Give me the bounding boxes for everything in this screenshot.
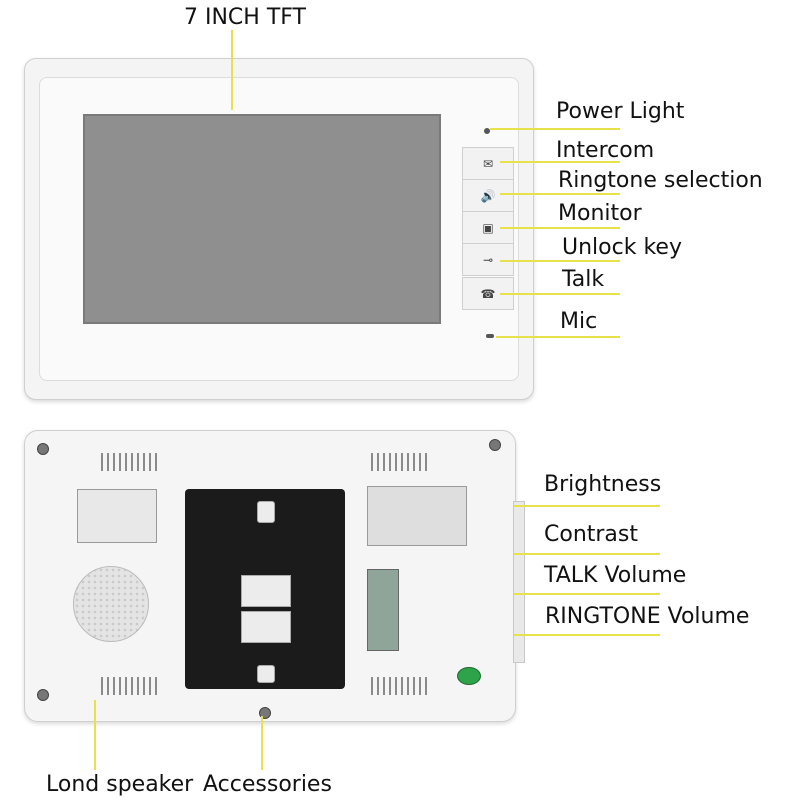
label-7-inch-tft: 7 INCH TFT <box>184 5 306 30</box>
label-ringtone-volume: RINGTONE Volume <box>545 604 750 629</box>
speaker-icon: 🔊 <box>480 188 496 203</box>
leader-line-brightness <box>514 505 660 507</box>
leader-line-intercom <box>500 161 620 163</box>
vent-slots <box>101 453 157 471</box>
label-talk: Talk <box>562 267 605 292</box>
screw <box>37 443 49 455</box>
label-contrast: Contrast <box>544 522 639 547</box>
leader-line-accessories <box>261 716 263 770</box>
bracket-hole <box>257 501 275 523</box>
leader-line-mic <box>496 336 620 338</box>
key-icon: ⊸ <box>482 252 494 267</box>
side-control-strip <box>513 501 525 663</box>
vent-slots <box>101 677 157 695</box>
leader-line-ringtone <box>500 193 620 195</box>
leader-line-monitor <box>500 227 620 229</box>
label-unlock-key: Unlock key <box>562 235 682 260</box>
mic-hole <box>486 334 494 338</box>
loudspeaker-grille <box>73 566 149 642</box>
leader-line-power-light <box>490 128 620 130</box>
vent-slots <box>371 453 427 471</box>
bracket-slot <box>241 611 291 643</box>
envelope-icon: ✉ <box>482 156 494 171</box>
bracket-hole <box>257 665 275 683</box>
leader-line-unlock <box>500 260 620 262</box>
wall-mount-bracket <box>185 489 345 689</box>
leader-line-speaker <box>94 700 96 770</box>
intercom-button[interactable]: ✉ <box>462 147 514 180</box>
phone-icon: ☎ <box>480 286 496 301</box>
label-loudspeaker: Lond speaker <box>46 772 194 797</box>
vent-slots <box>371 677 427 695</box>
leader-line-ringtone-volume <box>514 634 660 636</box>
label-talk-volume: TALK Volume <box>544 563 687 588</box>
screw <box>37 689 49 701</box>
leader-line-screen <box>231 30 233 110</box>
leader-line-talk-volume <box>514 593 660 595</box>
label-power-light: Power Light <box>556 99 685 124</box>
label-intercom: Intercom <box>556 138 655 163</box>
tft-screen <box>83 114 441 324</box>
leader-line-contrast <box>514 553 660 555</box>
power-light-indicator <box>484 128 490 134</box>
leader-line-talk <box>500 293 620 295</box>
bracket-slot <box>241 575 291 607</box>
wire-connectors <box>367 569 399 651</box>
person-icon: ▣ <box>482 220 494 235</box>
monitor-back-view <box>24 430 525 722</box>
label-monitor: Monitor <box>558 201 642 226</box>
wiring-diagram-label <box>367 486 467 546</box>
product-label-sticker <box>77 489 157 543</box>
screw <box>489 439 501 451</box>
qc-pass-sticker <box>457 667 481 685</box>
label-accessories: Accessories <box>203 772 332 797</box>
label-mic: Mic <box>560 309 598 334</box>
ringtone-button[interactable]: 🔊 <box>462 179 514 212</box>
label-ringtone-selection: Ringtone selection <box>558 168 763 193</box>
label-brightness: Brightness <box>544 472 662 497</box>
monitor-front-view: ✉ 🔊 ▣ ⊸ ☎ <box>24 58 534 400</box>
unlock-button[interactable]: ⊸ <box>462 243 514 276</box>
